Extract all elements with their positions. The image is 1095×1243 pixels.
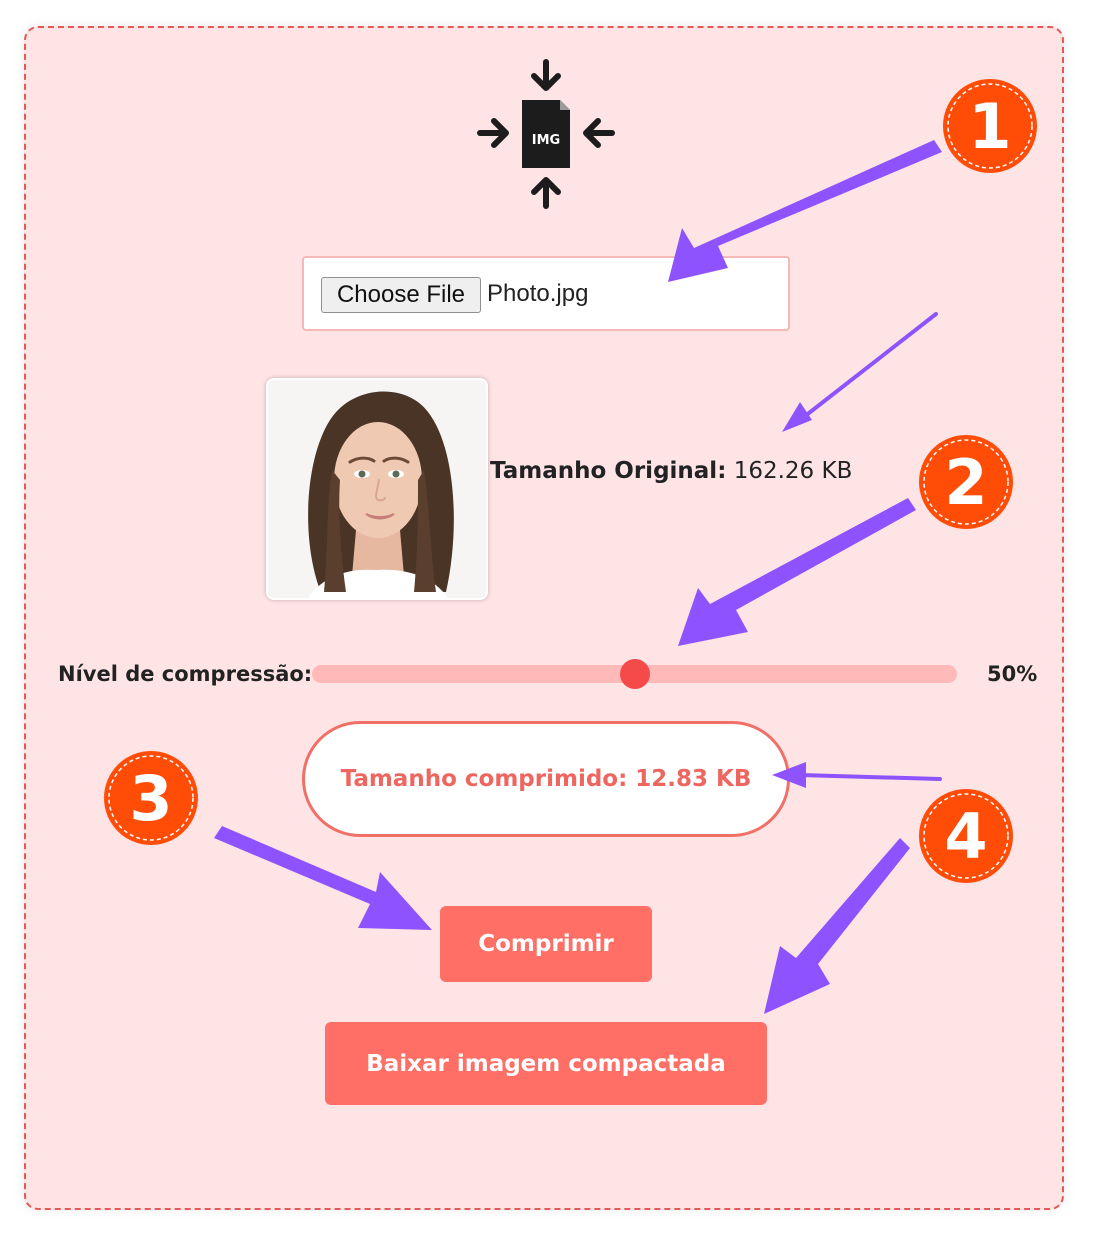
choose-file-button[interactable]: Choose File xyxy=(321,277,481,313)
original-size-value: 162.26 KB xyxy=(733,458,853,484)
compressed-size-text: Tamanho comprimido: 12.83 KB xyxy=(340,766,752,792)
portrait-photo xyxy=(268,380,486,598)
selected-file-name: Photo.jpg xyxy=(487,280,589,307)
file-input[interactable]: Choose File Photo.jpg xyxy=(302,256,790,331)
image-preview xyxy=(266,378,488,600)
compressed-size-badge: Tamanho comprimido: 12.83 KB xyxy=(302,721,790,837)
compression-slider[interactable] xyxy=(312,659,957,689)
compression-label: Nível de compressão: xyxy=(58,662,313,686)
download-button[interactable]: Baixar imagem compactada xyxy=(325,1022,767,1105)
image-compress-icon: IMG xyxy=(477,59,615,209)
compress-button[interactable]: Comprimir xyxy=(440,906,652,982)
slider-thumb[interactable] xyxy=(619,659,650,689)
compression-value: 50% xyxy=(987,662,1038,686)
logo-label: IMG xyxy=(532,133,560,148)
original-size: Tamanho Original: 162.26 KB xyxy=(490,458,852,484)
original-size-label: Tamanho Original: xyxy=(490,458,727,484)
